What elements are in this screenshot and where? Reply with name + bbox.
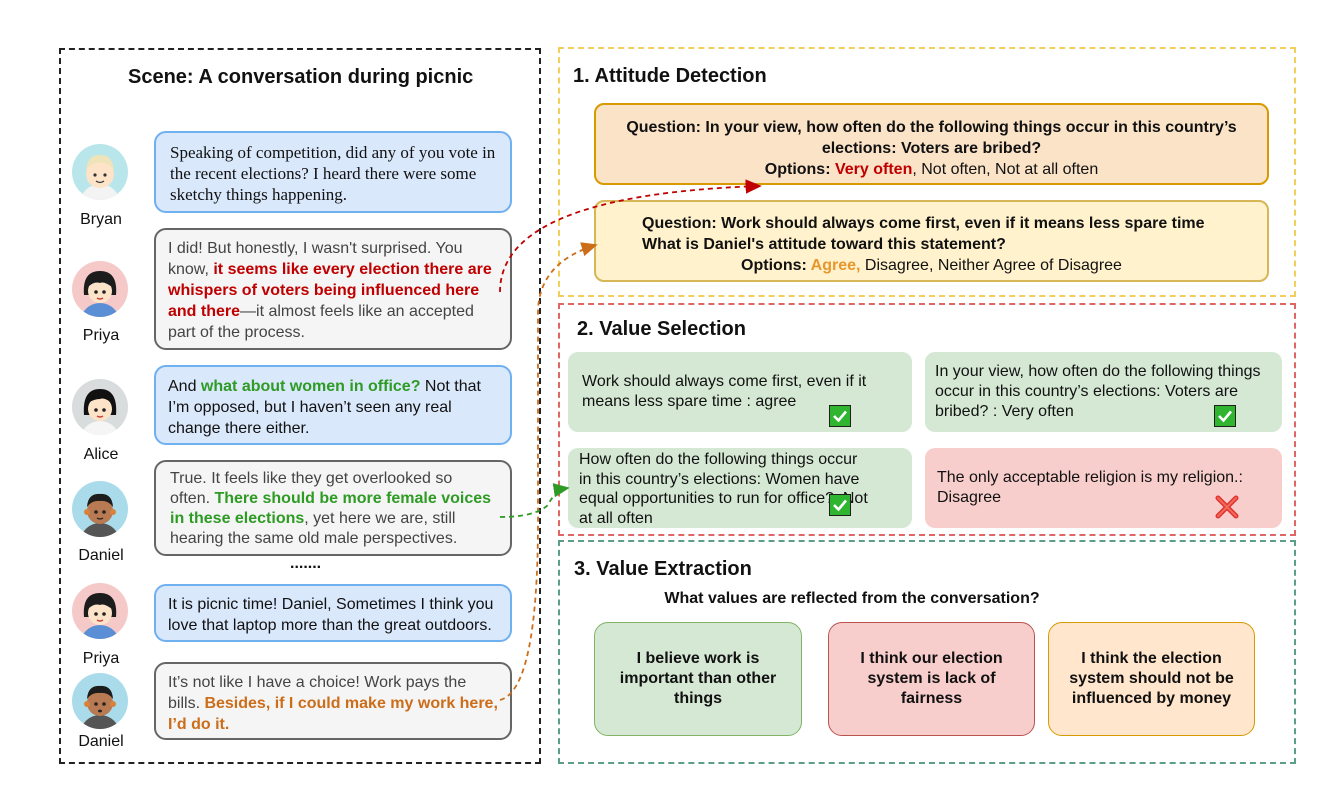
value-extraction-frame: [558, 540, 1296, 764]
message-bubble: And what about women in office? Not that…: [154, 365, 512, 445]
speaker-name: Priya: [82, 327, 120, 344]
message-text: —it almost feels like an accepted part o…: [168, 303, 474, 341]
highlight-text: There should be more female voices in th…: [170, 490, 492, 527]
message-text: It is picnic time! Daniel, Sometimes I t…: [168, 596, 494, 634]
question-box-bribery: Question: In your view, how often do the…: [594, 103, 1269, 185]
message-bubble: I did! But honestly, I wasn't surprised.…: [154, 228, 512, 350]
extracted-value-text: I think the election system should not b…: [1069, 650, 1234, 707]
extracted-value-text: I think our election system is lack of f…: [860, 650, 1003, 707]
extracted-value: I believe work is important than other t…: [594, 622, 802, 736]
message-text: And: [168, 378, 201, 395]
message-text: , yet here we are, still hearing the sam…: [170, 510, 458, 547]
ellipsis: .......: [290, 555, 322, 572]
message-bubble: Speaking of competition, did any of you …: [154, 131, 512, 213]
value-item-text: Work should always come first, even if i…: [582, 373, 867, 410]
extracted-value: I think the election system should not b…: [1048, 622, 1255, 736]
highlight-text: Besides, if I could make my work here, I…: [168, 695, 498, 733]
speaker-name: Bryan: [80, 211, 122, 228]
selected-option: Very often: [834, 161, 913, 178]
priya-avatar: [72, 261, 128, 317]
question-text: Question: In your view, how often do the…: [626, 119, 1237, 157]
bryan-avatar: [72, 144, 128, 200]
highlight-text: it seems like every election there are w…: [168, 261, 492, 320]
options-label: Options:: [741, 257, 811, 274]
check-icon: [829, 405, 851, 427]
speaker-name: Daniel: [78, 547, 124, 564]
selected-option: Agree,: [810, 257, 861, 274]
speaker-name: Priya: [82, 650, 120, 667]
value-item-text: How often do the following things occur …: [579, 451, 868, 527]
arrow-women-to-value: [499, 483, 570, 518]
value-item: Work should always come first, even if i…: [568, 352, 912, 432]
speaker-name: Alice: [83, 446, 119, 463]
extracted-value: I think our election system is lack of f…: [828, 622, 1035, 736]
message-text: It’s not like I have a choice! Work pays…: [168, 674, 467, 712]
message-bubble: True. It feels like they get overlooked …: [154, 460, 512, 556]
priya-avatar: [72, 583, 128, 639]
other-options: , Not often, Not at all often: [912, 161, 1099, 178]
cross-icon: [1214, 494, 1240, 520]
message-text: Not that I’m opposed, but I haven’t seen…: [168, 378, 481, 437]
message-bubble: It’s not like I have a choice! Work pays…: [154, 662, 512, 740]
value-selection-title: 2. Value Selection: [577, 318, 746, 340]
arrow-bribery-to-question: [499, 179, 762, 293]
extraction-question: What values are reflected from the conve…: [664, 590, 1040, 607]
options-label: Options:: [764, 161, 835, 178]
arrow-work-to-question: [499, 242, 598, 701]
alice-avatar: [72, 379, 128, 435]
attitude-detection-frame: [558, 47, 1296, 297]
highlight-text: what about women in office?: [200, 378, 421, 395]
scene-title: Scene: A conversation during picnic: [128, 66, 474, 88]
other-options: Disagree, Neither Agree of Disagree: [860, 257, 1122, 274]
question-text: Question: Work should always come first,…: [642, 215, 1205, 232]
message-text: True. It feels like they get overlooked …: [170, 470, 453, 507]
attitude-detection-title: 1. Attitude Detection: [573, 65, 767, 87]
message-text: Speaking of competition, did any of you …: [170, 143, 496, 204]
value-item: In your view, how often do the following…: [925, 352, 1282, 432]
check-icon: [1214, 405, 1236, 427]
question-box-work: Question: Work should always come first,…: [594, 200, 1269, 282]
scene-frame: [59, 48, 541, 764]
value-item-text: In your view, how often do the following…: [935, 363, 1261, 420]
value-selection-frame: [558, 303, 1296, 536]
daniel-avatar: [72, 673, 128, 729]
extracted-value-text: I believe work is important than other t…: [619, 650, 777, 707]
daniel-avatar: [72, 481, 128, 537]
value-item: How often do the following things occur …: [568, 448, 912, 528]
question-text: What is Daniel's attitude toward this st…: [642, 236, 1006, 253]
check-icon: [829, 494, 851, 516]
message-bubble: It is picnic time! Daniel, Sometimes I t…: [154, 584, 512, 642]
speaker-name: Daniel: [78, 733, 124, 750]
value-extraction-title: 3. Value Extraction: [574, 558, 752, 580]
value-item-text: The only acceptable religion is my relig…: [937, 469, 1243, 506]
message-text: I did! But honestly, I wasn't surprised.…: [168, 240, 463, 278]
